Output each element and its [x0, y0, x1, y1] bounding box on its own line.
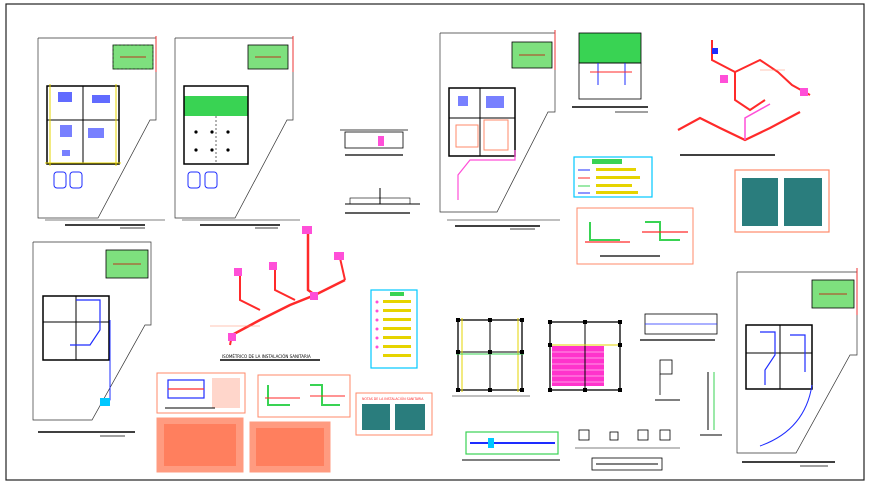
pipe-connection-details	[576, 207, 694, 265]
section-detail	[345, 188, 420, 214]
small-fitting-details	[575, 429, 680, 449]
notes-box-bottom-center	[249, 421, 331, 473]
legend-table-middle	[370, 289, 418, 369]
structural-plan-right	[548, 320, 622, 392]
note-box-title: NOTAS DE LA INSTALACIÓN SANITARIA	[362, 396, 424, 401]
notes-box-middle: NOTAS DE LA INSTALACIÓN SANITARIA	[355, 392, 433, 436]
floor-plan-4	[32, 241, 152, 437]
iso-main-title: ISOMÉTRICO DE LA INSTALACIÓN SANITARIA	[222, 354, 311, 359]
tank-elevation-detail	[572, 32, 648, 113]
isometric-main: ISOMÉTRICO DE LA INSTALACIÓN SANITARIA	[210, 226, 346, 361]
title-block-bottom	[591, 457, 663, 471]
notes-box-bottom-left	[156, 417, 244, 473]
detail-box-trap	[156, 372, 246, 414]
floor-plan-3	[439, 30, 560, 230]
drain-pipe-detail	[462, 431, 560, 461]
detail-box-connection	[257, 374, 351, 418]
floor-plan-5	[736, 268, 858, 467]
sheet-border	[5, 3, 865, 481]
elevation-detail	[340, 129, 408, 156]
floor-plan-1	[37, 36, 165, 229]
legend-table-top	[573, 156, 653, 198]
isometric-detail-top	[677, 40, 811, 156]
structural-plan-left	[452, 318, 530, 397]
foundation-section-details	[640, 313, 722, 436]
notes-box-right	[734, 169, 830, 233]
floor-plan-2	[174, 36, 300, 229]
